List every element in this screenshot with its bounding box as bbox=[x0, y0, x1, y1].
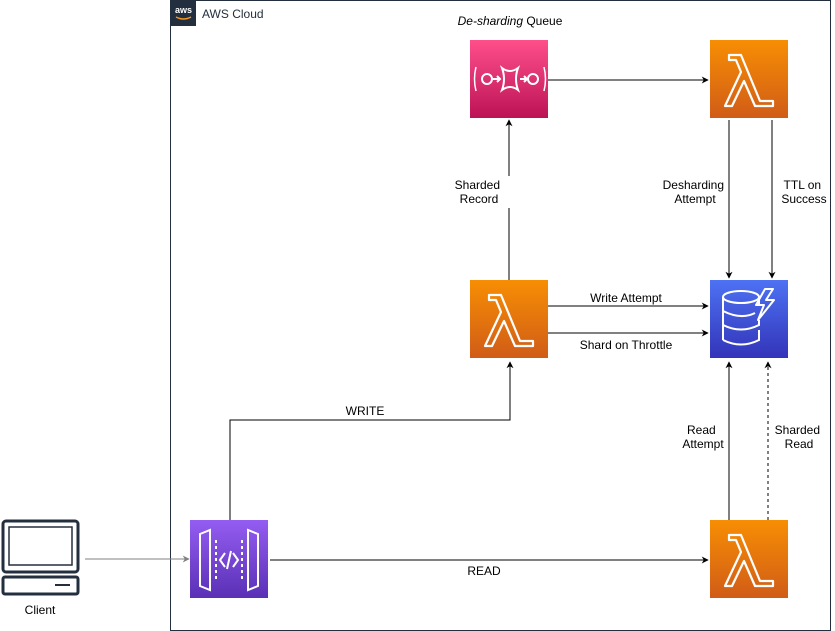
edges bbox=[85, 76, 776, 564]
aws-cloud-label: AWS Cloud bbox=[202, 7, 264, 21]
dynamodb-icon bbox=[710, 280, 788, 358]
svg-text:aws: aws bbox=[175, 5, 192, 15]
label-write-attempt: Write Attempt bbox=[590, 291, 662, 305]
label-shard-on-throttle: Shard on Throttle bbox=[580, 338, 673, 352]
write-lambda-icon bbox=[470, 280, 548, 358]
desharding-lambda-icon bbox=[710, 40, 788, 118]
queue-title: De-sharding Queue bbox=[458, 14, 563, 28]
aws-logo-icon: aws bbox=[171, 1, 196, 26]
label-write: WRITE bbox=[346, 404, 385, 418]
sqs-queue-icon bbox=[470, 40, 548, 118]
client-label: Client bbox=[25, 603, 56, 617]
label-read: READ bbox=[467, 564, 501, 578]
edge-labels: Sharded Record Desharding Attempt TTL on… bbox=[346, 176, 827, 578]
label-sharded-read: Sharded Read bbox=[775, 423, 824, 451]
laptop-icon bbox=[1, 519, 80, 596]
label-read-attempt: Read Attempt bbox=[682, 423, 724, 451]
read-lambda-icon bbox=[710, 520, 788, 598]
label-sharded-record: Sharded Record bbox=[455, 178, 504, 206]
label-desharding-attempt: Desharding Attempt bbox=[663, 178, 728, 206]
label-ttl-on-success: TTL on Success bbox=[781, 178, 826, 206]
edge-write bbox=[229, 361, 514, 520]
api-gateway-icon bbox=[190, 520, 268, 598]
